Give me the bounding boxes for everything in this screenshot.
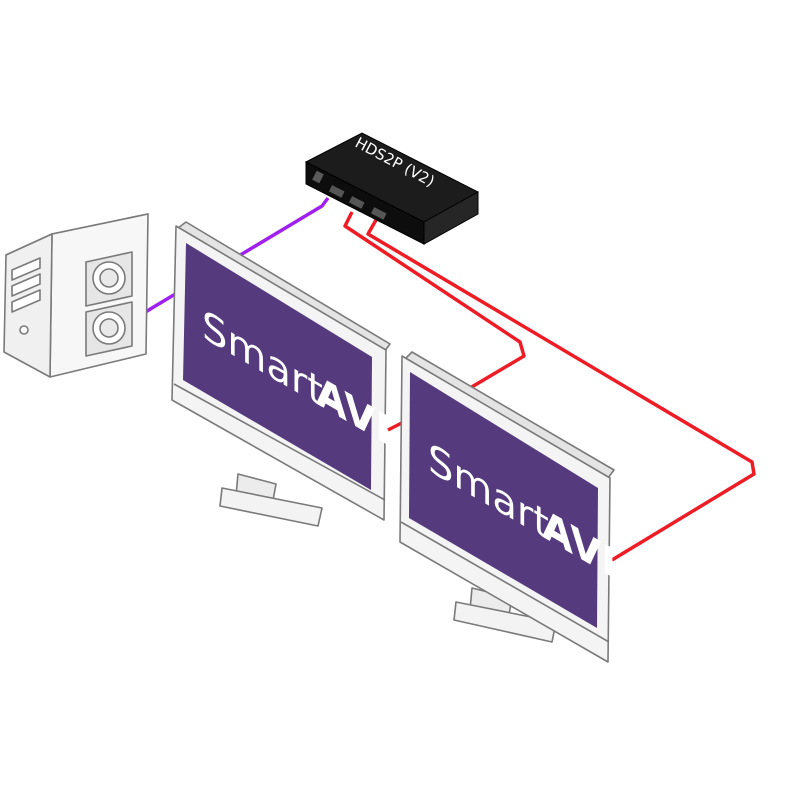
monitor-2: Smart- AVI	[399, 351, 616, 663]
monitor-1-screen	[183, 243, 372, 490]
monitor-1: Smart- AVI	[171, 221, 391, 527]
monitor-2-screen	[409, 372, 598, 628]
splitter-device: HDS2P (V2)	[304, 132, 480, 245]
drive-bays	[11, 257, 41, 335]
output-port-1	[348, 196, 365, 209]
output-cable-2	[366, 219, 756, 562]
pc-tower	[3, 213, 149, 378]
output-port-2	[370, 207, 387, 220]
power-port	[312, 170, 324, 184]
input-port	[328, 185, 345, 198]
fan-vents	[85, 251, 133, 357]
